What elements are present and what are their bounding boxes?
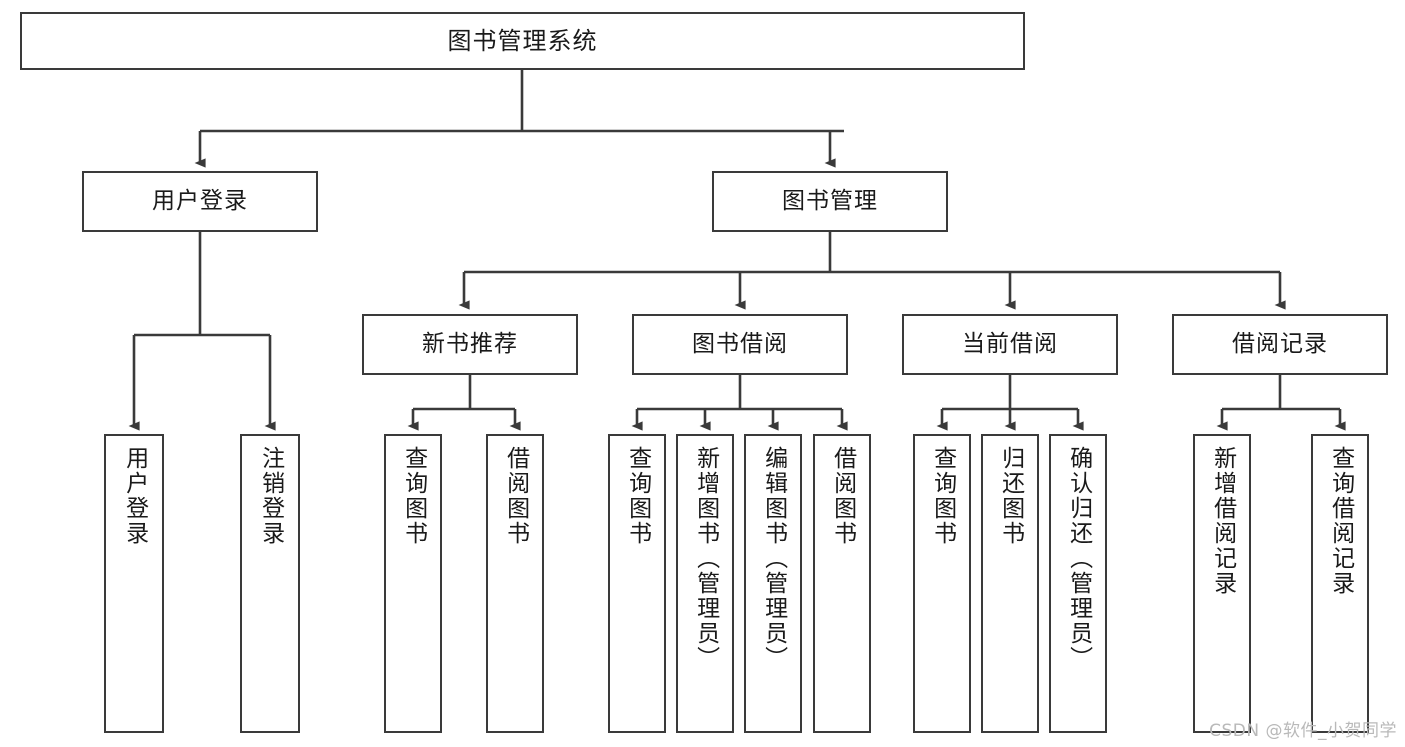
leaf-newbook-query-book[interactable]: 查询图书 <box>384 434 442 733</box>
node-label: 当前借阅 <box>962 331 1058 357</box>
node-current-borrow[interactable]: 当前借阅 <box>902 314 1118 375</box>
leaf-borrow-edit-book-admin[interactable]: 编辑图书（管理员） <box>744 434 802 733</box>
leaf-borrow-query-book[interactable]: 查询图书 <box>608 434 666 733</box>
node-label: 查询图书 <box>400 446 427 546</box>
leaf-borrow-borrow-book[interactable]: 借阅图书 <box>813 434 871 733</box>
node-label: 图书管理 <box>782 188 878 214</box>
node-label: 归还图书 <box>997 446 1024 546</box>
node-label: 图书管理系统 <box>447 27 598 55</box>
node-label: 借阅图书 <box>502 446 529 546</box>
node-label: 确认归还（管理员） <box>1065 446 1092 671</box>
leaf-current-confirm-return-admin[interactable]: 确认归还（管理员） <box>1049 434 1107 733</box>
leaf-records-query-record[interactable]: 查询借阅记录 <box>1311 434 1369 733</box>
node-label: 编辑图书（管理员） <box>760 446 787 671</box>
node-label: 借阅图书 <box>829 446 856 546</box>
node-book-management[interactable]: 图书管理 <box>712 171 948 232</box>
leaf-user-login[interactable]: 用户登录 <box>104 434 164 733</box>
leaf-current-return-book[interactable]: 归还图书 <box>981 434 1039 733</box>
node-label: 新增借阅记录 <box>1209 446 1236 596</box>
node-user-login[interactable]: 用户登录 <box>82 171 318 232</box>
node-label: 用户登录 <box>152 188 248 214</box>
node-label: 用户登录 <box>121 446 148 546</box>
node-label: 新书推荐 <box>422 331 518 357</box>
leaf-newbook-borrow-book[interactable]: 借阅图书 <box>486 434 544 733</box>
leaf-records-add-record[interactable]: 新增借阅记录 <box>1193 434 1251 733</box>
node-label: 新增图书（管理员） <box>692 446 719 671</box>
leaf-logout-login[interactable]: 注销登录 <box>240 434 300 733</box>
watermark: CSDN @软件_小贺同学 <box>1209 721 1397 741</box>
node-book-borrow[interactable]: 图书借阅 <box>632 314 848 375</box>
leaf-borrow-add-book-admin[interactable]: 新增图书（管理员） <box>676 434 734 733</box>
leaf-current-query-book[interactable]: 查询图书 <box>913 434 971 733</box>
node-label: 图书借阅 <box>692 331 788 357</box>
node-root-book-management-system[interactable]: 图书管理系统 <box>20 12 1025 70</box>
node-label: 查询借阅记录 <box>1327 446 1354 596</box>
node-new-book-recommend[interactable]: 新书推荐 <box>362 314 578 375</box>
node-label: 查询图书 <box>624 446 651 546</box>
node-label: 查询图书 <box>929 446 956 546</box>
node-label: 借阅记录 <box>1232 331 1328 357</box>
node-label: 注销登录 <box>257 446 284 546</box>
node-borrow-records[interactable]: 借阅记录 <box>1172 314 1388 375</box>
